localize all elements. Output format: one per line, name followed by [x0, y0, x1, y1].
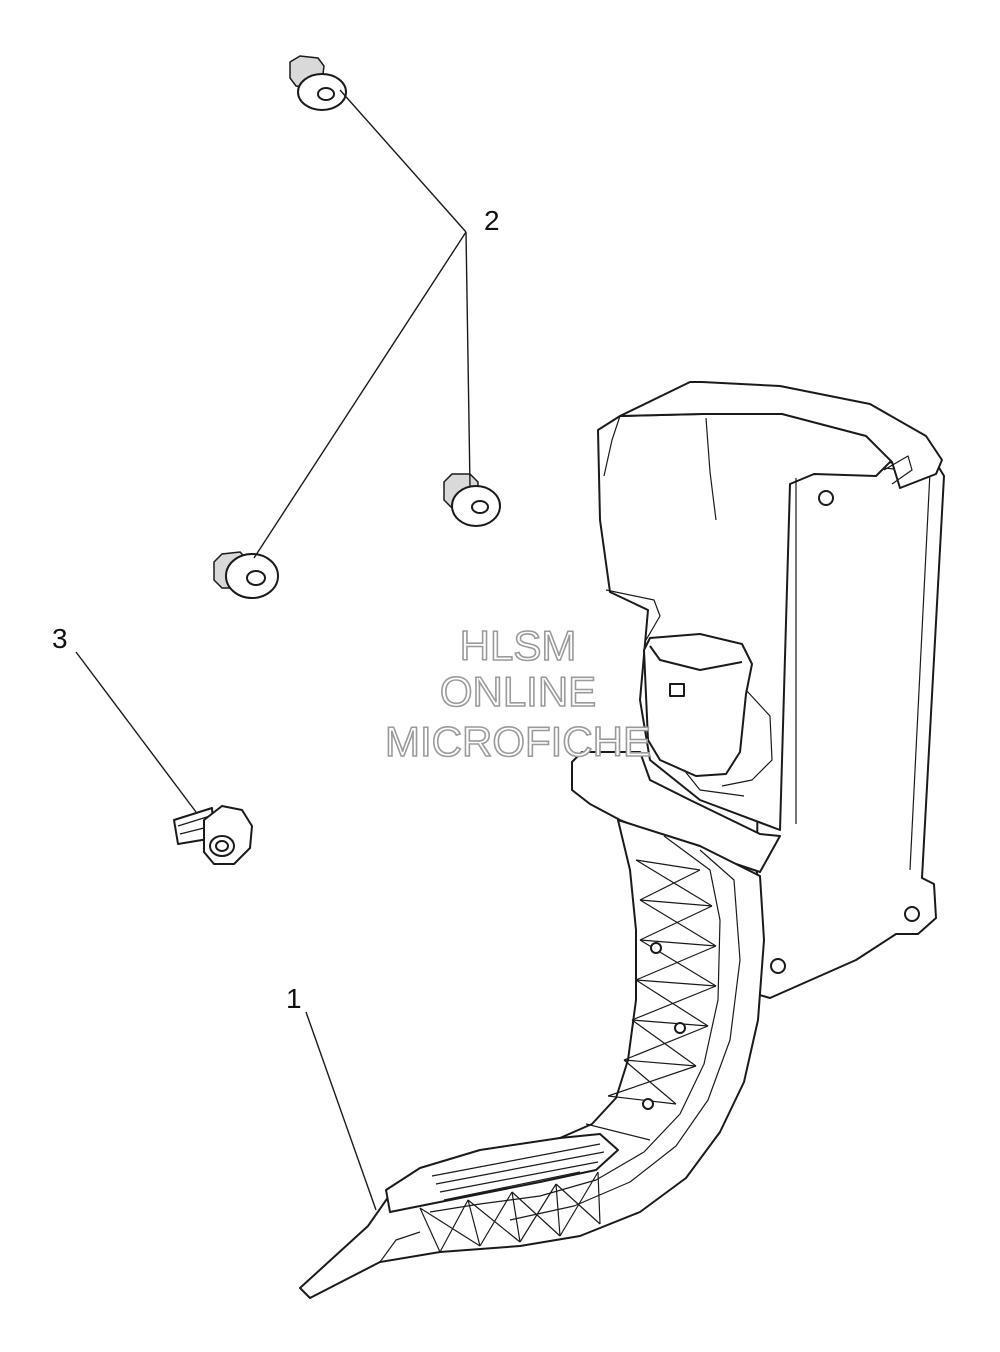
leader-2-middle-nut — [465, 231, 471, 487]
callout-3: 3 — [52, 623, 68, 654]
watermark: HLSM ONLINE MICROFICHE — [384, 621, 652, 766]
leader-2-top-nut — [339, 89, 467, 233]
watermark-line-2: ONLINE — [440, 668, 596, 715]
flange-nut-top[interactable] — [289, 55, 347, 111]
leader-3-bolt — [75, 651, 197, 813]
callout-1: 1 — [286, 983, 302, 1014]
callout-2: 2 — [484, 205, 500, 236]
accelerator-pedal-assembly[interactable] — [299, 381, 945, 1299]
flange-nut-middle[interactable] — [443, 473, 501, 527]
bolt-part-3[interactable] — [173, 805, 253, 865]
leader-lines — [75, 89, 471, 1211]
leader-2-lower-nut — [253, 231, 467, 559]
flange-nut-lower[interactable] — [213, 551, 279, 599]
watermark-line-3: MICROFICHE — [385, 718, 651, 765]
watermark-line-1: HLSM — [460, 622, 577, 669]
leader-1-pedal — [305, 1011, 377, 1211]
